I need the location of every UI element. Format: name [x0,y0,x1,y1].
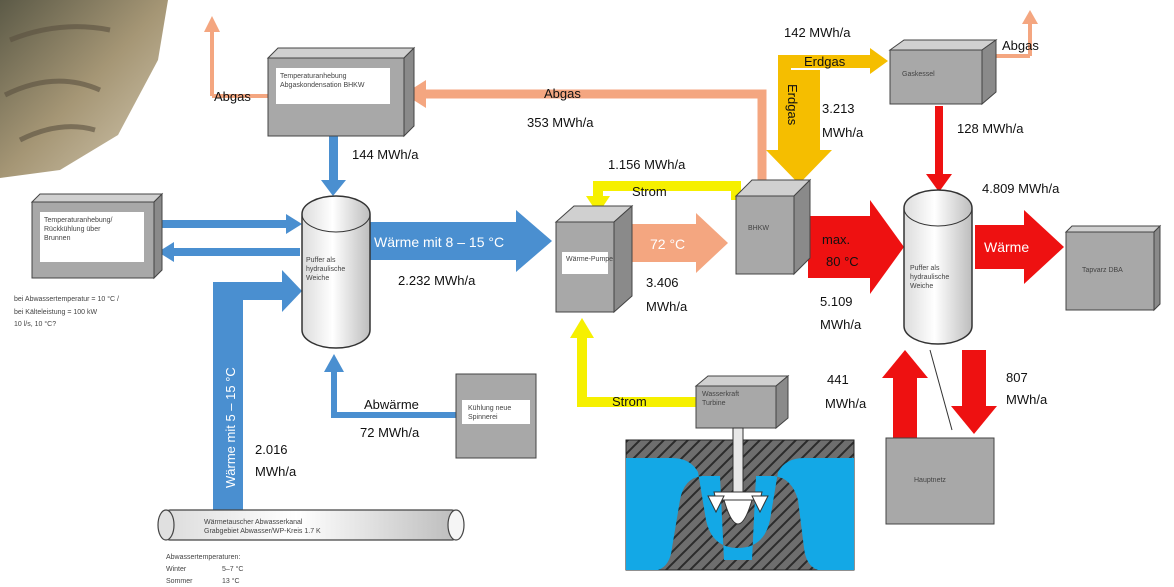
sewer-heat-arrow [213,270,302,515]
hp-value-2: MWh/a [646,299,688,314]
net-in-value-1: 441 [827,372,849,387]
hp-72-label: 72 °C [650,236,685,252]
blue-arrow-left-left-box [158,242,300,262]
erdgas-value: 142 MWh/a [784,25,851,40]
heat-8-15-arrow [368,210,552,272]
abgas-up-arrow-left [204,16,268,98]
abwaerme-label: Abwärme [364,397,419,412]
heat-8-15-value: 2.232 MWh/a [398,273,476,288]
bhkw-out-value-1: 5.109 [820,294,853,309]
hp-value-1: 3.406 [646,275,679,290]
sewer-value-2: MWh/a [255,464,297,479]
abgas-up-arrow-right [996,10,1038,58]
erdgas-arrow-vertical [766,70,832,184]
net-in-value-2: MWh/a [825,396,867,411]
abgas-mid-value: 353 MWh/a [527,115,594,130]
bhkw-box: BHKW [734,178,812,276]
net-out-value-2: MWh/a [1006,392,1048,407]
heat-8-15-label: Wärme mit 8 – 15 °C [374,234,504,250]
net-down-arrow [951,350,997,434]
abgas-tr-label: Abgas [1002,38,1039,53]
sewer-value-1: 2.016 [255,442,288,457]
heat-pump-label: Wärme-Pumpe [566,256,613,263]
strom-top-label: Strom [632,184,667,199]
heat-5-15-label: Wärme mit 5 – 15 °C [223,367,238,488]
erdgas-horizontal-label: Erdgas [804,54,846,69]
net-out-value-1: 807 [1006,370,1028,385]
to-consumer-value: 4.809 MWh/a [982,181,1060,196]
heat-pump-box: Wärme-Pumpe [554,204,634,314]
note-bottom-2a: Winter [166,566,187,573]
blue-arrow-right-left-box [160,214,302,234]
bhkw-label: BHKW [748,225,769,232]
erdgas-vertical-label: Erdgas [785,84,800,126]
note-bottom-3b: 13 °C [222,577,240,585]
erdgas-vertical-value-1: 3.213 [822,101,855,116]
photo-thumbnail [0,0,168,178]
note-bottom-3a: Sommer [166,578,193,585]
hydro-turbine-illustration [625,427,855,571]
note-left-3: 10 l/s, 10 °C? [14,320,56,328]
net-up-arrow [882,350,928,440]
gaskessel-out-value: 128 MWh/a [957,121,1024,136]
erdgas-vertical-value-2: MWh/a [822,125,864,140]
blue-arrow-down-top [321,136,346,196]
gaskessel-down-arrow [926,106,952,192]
top-left-out-value: 144 MWh/a [352,147,419,162]
gaskessel-label: Gaskessel [902,71,935,78]
abwaerme-arrow [324,354,456,418]
consumer-label: Tapvarz DBA [1082,267,1123,274]
note-bottom-1: Abwassertemperaturen: [166,554,240,561]
abgas-main-arrow [404,80,767,182]
note-left-2: bei Kälteleistung = 100 kW [14,309,97,316]
strom-bottom-label: Strom [612,394,647,409]
max80-label-2: 80 °C [826,254,859,269]
gaskessel-box: Gaskessel [888,39,998,106]
note-left-1: bei Abwassertemperatur = 10 °C / [14,295,119,303]
to-consumer-label: Wärme [984,239,1029,255]
buffer-net-line [929,349,953,431]
abgas-mid-label: Abgas [544,86,581,101]
abgas-tl-label: Abgas [214,89,251,104]
consumer-box: Tapvarz DBA [1064,224,1162,312]
hauptnetz-box: Hauptnetz [885,437,995,525]
abwaerme-value: 72 MWh/a [360,425,420,440]
strom-top-value: 1.156 MWh/a [608,157,686,172]
max80-label-1: max. [822,232,850,247]
heat-to-consumer-arrow [975,210,1064,284]
hauptnetz-label: Hauptnetz [914,477,946,484]
heat-72-arrow [630,213,728,273]
strom-top-arrow [586,181,741,214]
bhkw-out-value-2: MWh/a [820,317,862,332]
heat-80-arrow [808,200,904,294]
note-bottom-2b: 5–7 °C [222,565,243,573]
strom-bottom-arrow [570,318,700,407]
